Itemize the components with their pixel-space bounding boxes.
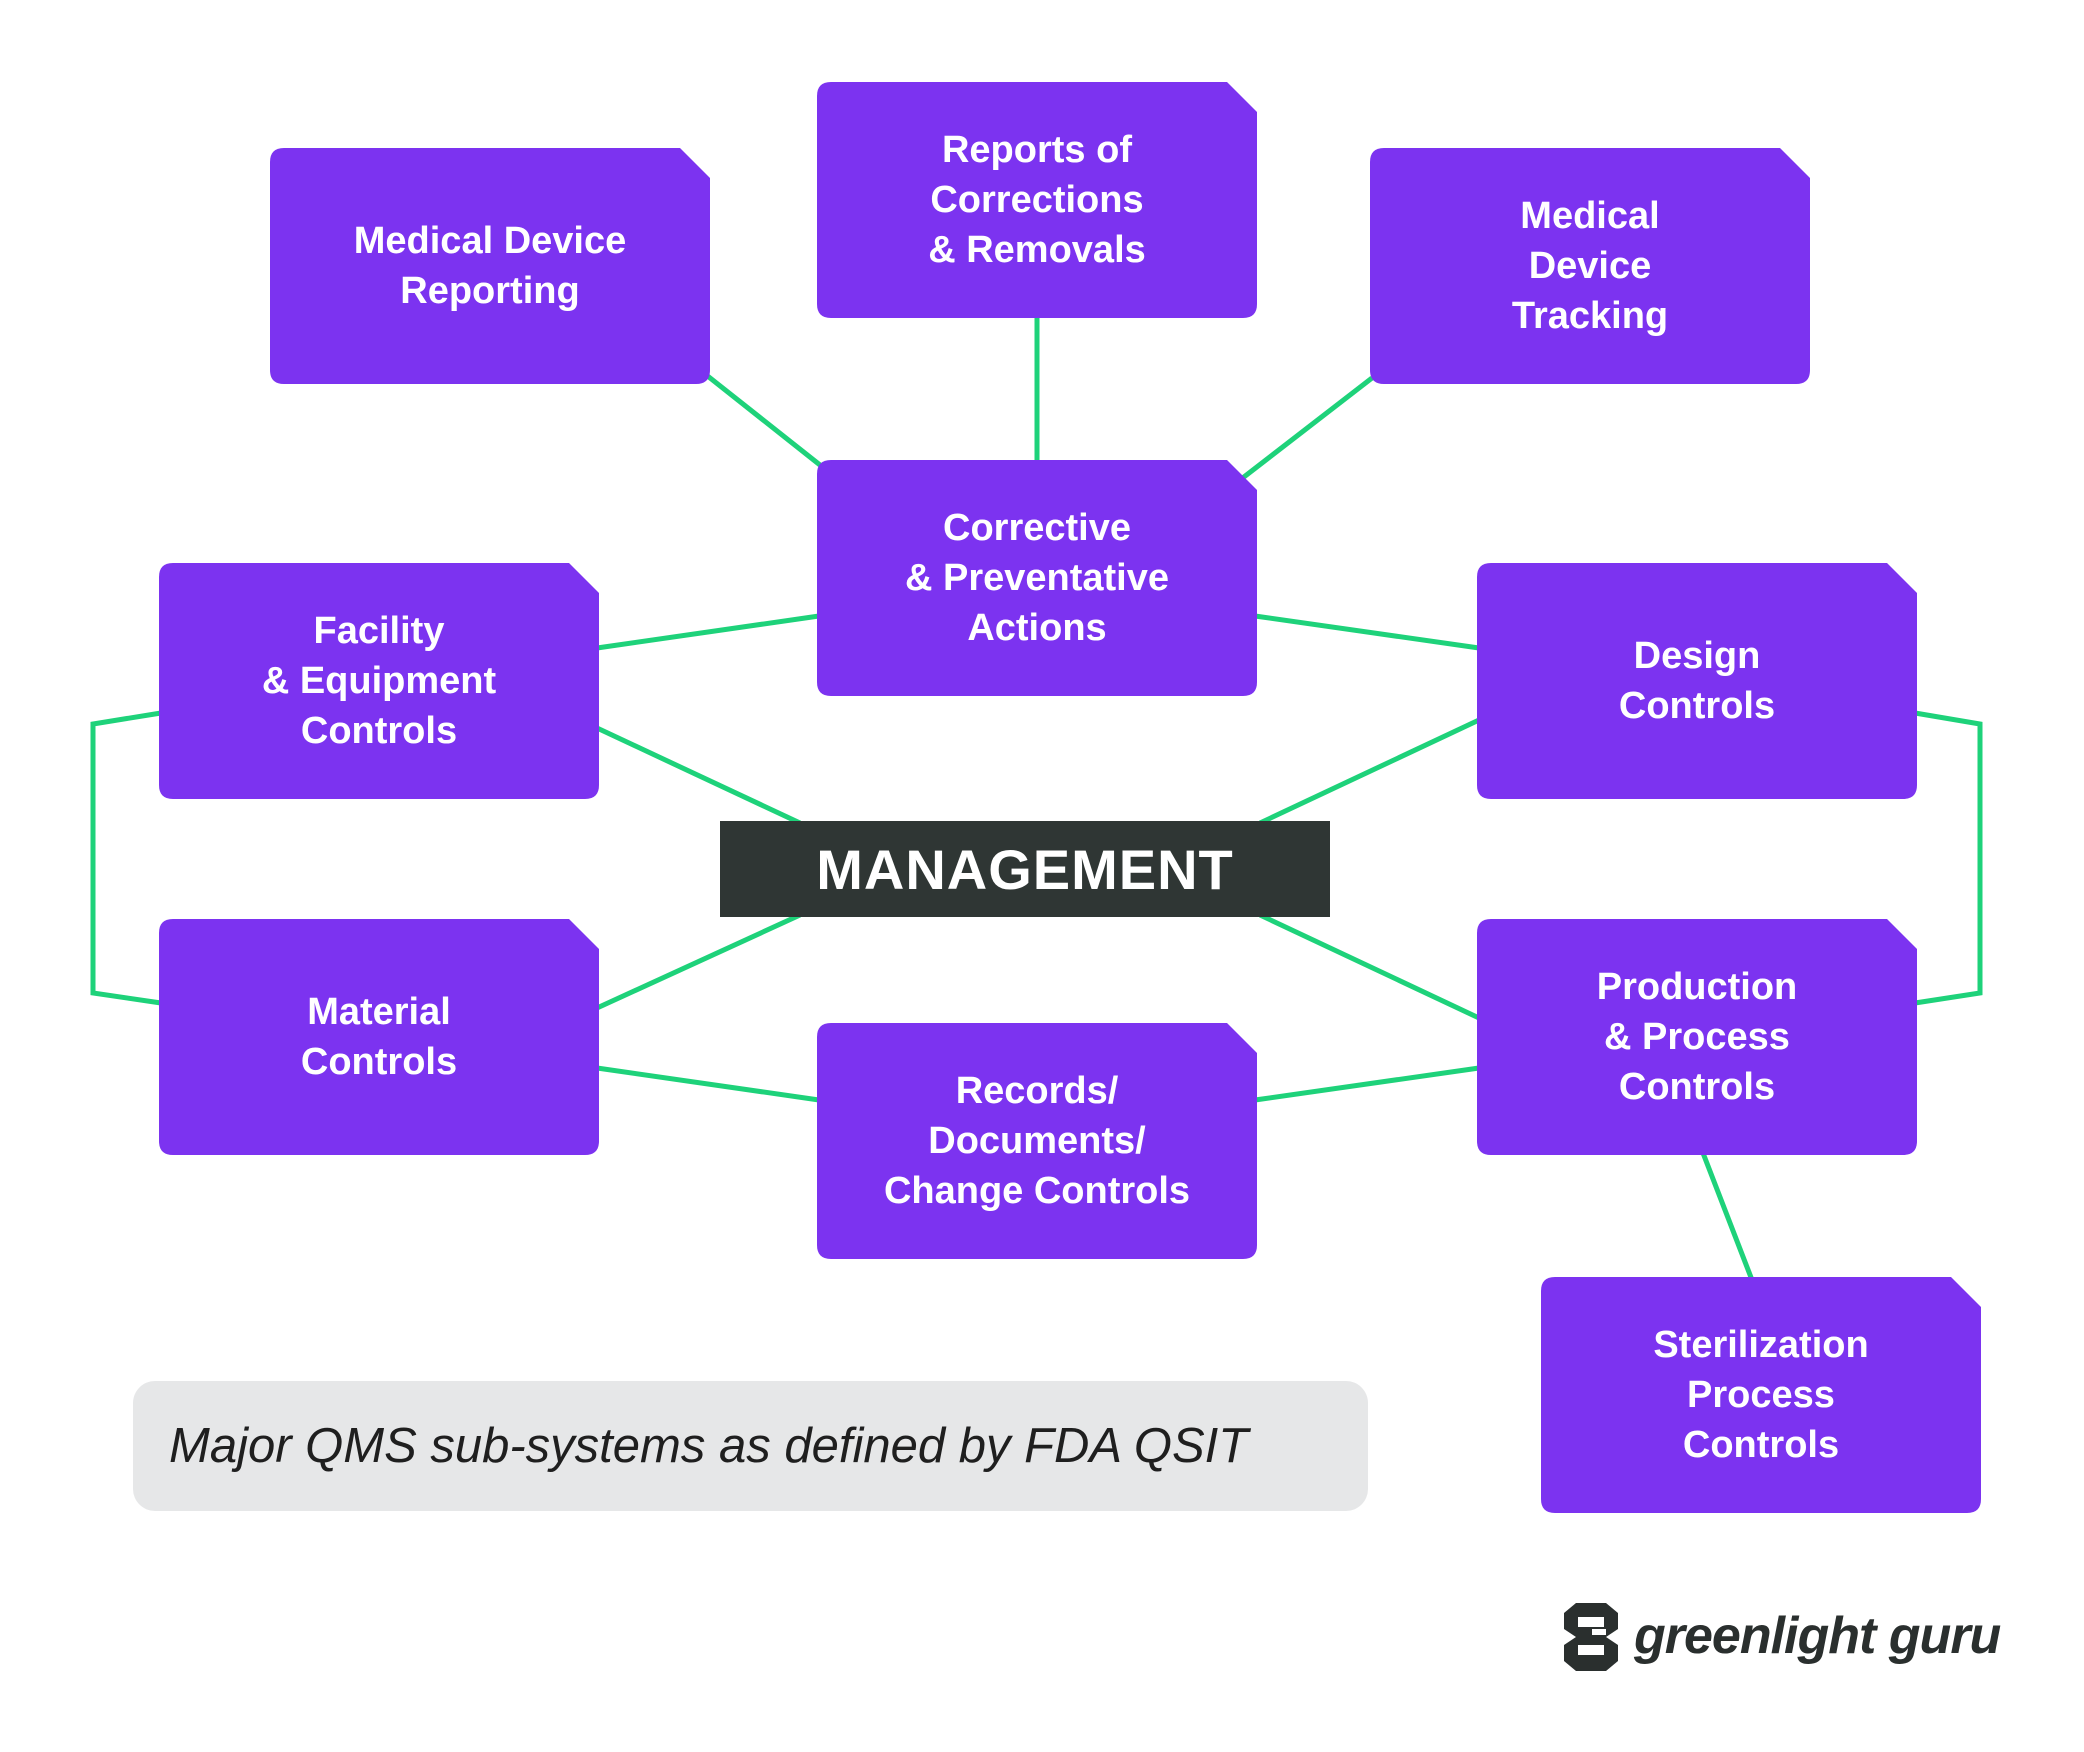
edge-dc-mgmt <box>1258 717 1481 826</box>
node-box-ppc <box>1477 919 1917 1155</box>
caption-text: Major QMS sub-systems as defined by FDA … <box>169 1419 1249 1473</box>
edge-mc-rdc <box>596 1065 820 1103</box>
edge-mc-mgmt <box>595 912 802 1011</box>
node-box-spc <box>1541 1277 1981 1513</box>
node-label-ppc: Production & Process Controls <box>1596 966 1798 1108</box>
greenlight-guru-logo-icon <box>1564 1603 1618 1671</box>
node-box-mc <box>159 919 599 1155</box>
edge-mdr-capa <box>698 368 822 467</box>
node-box-fec <box>159 563 599 799</box>
node-label-rcr: Reports of Corrections & Removals <box>928 129 1146 271</box>
node-box-rcr <box>817 82 1257 318</box>
node-box-capa <box>817 460 1257 696</box>
brand-name: greenlight guru <box>1634 1607 2001 1665</box>
edge-rdc-ppc <box>1254 1065 1480 1103</box>
edge-capa-dc <box>1254 613 1480 651</box>
management-label: MANAGEMENT <box>816 837 1234 901</box>
node-label-fec: Facility & Equipment Controls <box>261 610 497 752</box>
node-box-mdr <box>270 148 710 384</box>
edge-capa-fec <box>596 613 820 651</box>
node-box-dc <box>1477 563 1917 799</box>
node-label-mc: Material Controls <box>300 991 458 1083</box>
node-label-rdc: Records/ Documents/ Change Controls <box>883 1070 1191 1212</box>
edge-dc-ppc <box>1914 710 1983 1006</box>
node-box-rdc <box>817 1023 1257 1259</box>
edge-fec-mgmt <box>595 725 802 826</box>
node-label-mdt: Medical Device Tracking <box>1511 195 1669 337</box>
node-label-capa: Corrective & Preventative Actions <box>904 507 1169 649</box>
edge-ppc-mgmt <box>1258 912 1481 1021</box>
management-box <box>720 821 1330 917</box>
caption: Major QMS sub-systems as defined by FDA … <box>133 1381 1368 1511</box>
node-label-dc: Design Controls <box>1618 635 1776 727</box>
edge-ppc-spc <box>1700 1152 1755 1281</box>
node-label-mdr: Medical Device Reporting <box>353 220 627 312</box>
brand-logo: greenlight guru <box>1562 1596 2001 1676</box>
edge-fec-mc <box>90 710 162 1006</box>
node-label-spc: Sterilization Process Controls <box>1653 1324 1869 1466</box>
edge-mdt-capa <box>1238 376 1374 482</box>
node-box-mdt <box>1370 148 1810 384</box>
node-boxes <box>159 82 1981 1513</box>
connector-lines <box>90 316 1983 1281</box>
